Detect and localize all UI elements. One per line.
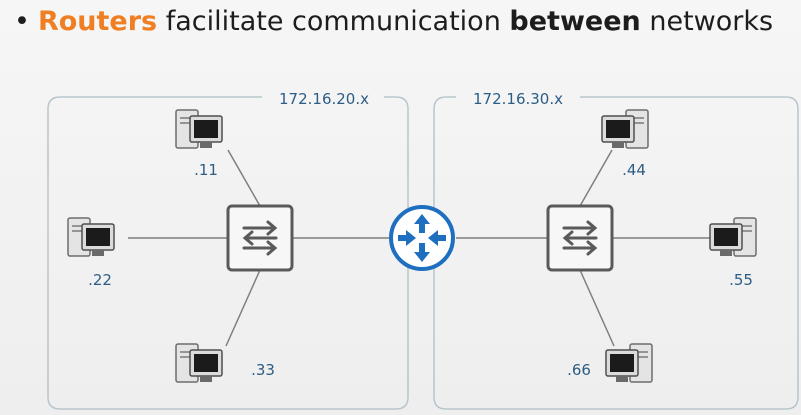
computer-icon-33: [175, 343, 223, 383]
network-boundary-left: [47, 96, 409, 410]
computer-icon-11: [175, 109, 223, 149]
headline-routers: Routers: [37, 6, 158, 37]
network-boundary-right: [433, 96, 799, 410]
network-label-right: 172.16.30.x: [473, 90, 563, 108]
link-host-44: [579, 149, 613, 207]
slide-headline: •Routers facilitate communication betwee…: [14, 6, 794, 37]
router-icon: [389, 205, 455, 271]
host-label-66: .66: [567, 361, 591, 379]
host-label-11: .11: [194, 161, 218, 179]
computer-icon-66: [605, 343, 653, 383]
host-label-55: .55: [729, 271, 753, 289]
network-label-left: 172.16.20.x: [279, 90, 369, 108]
link-host-11: [227, 149, 261, 207]
link-host-66: [579, 269, 615, 347]
host-label-44: .44: [622, 161, 646, 179]
headline-facilitate: facilitate communication: [165, 6, 501, 37]
computer-icon-55: [709, 217, 757, 257]
headline-networks: networks: [649, 6, 774, 37]
computer-icon-44: [601, 109, 649, 149]
host-label-33: .33: [251, 361, 275, 379]
bullet: •: [14, 6, 30, 37]
computer-icon-22: [67, 217, 115, 257]
link-host-33: [225, 269, 261, 347]
host-label-22: .22: [88, 271, 112, 289]
switch-icon: [546, 204, 614, 272]
links: [128, 149, 712, 347]
switch-icon: [226, 204, 294, 272]
headline-between: between: [509, 6, 641, 37]
